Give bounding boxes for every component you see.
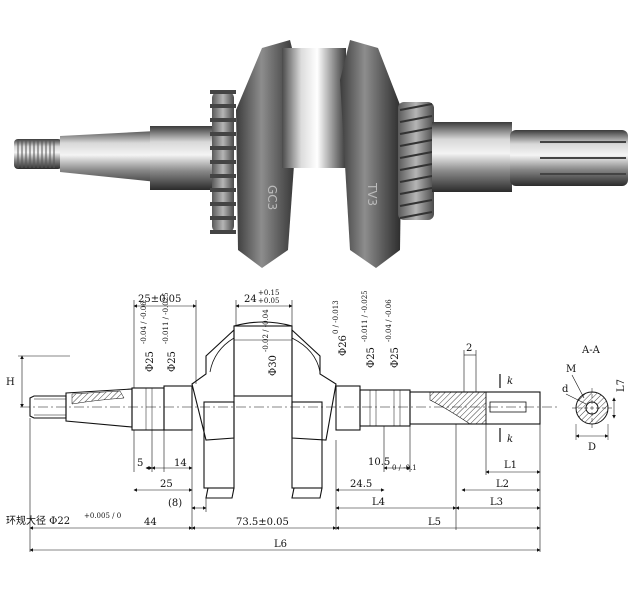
k-label-top: k — [507, 376, 513, 387]
right-splined-shaft — [510, 130, 628, 186]
dim-24-top: 24 — [244, 294, 257, 305]
helical-gear — [398, 102, 434, 220]
left-thread — [14, 139, 62, 169]
dim-phi26-tol: 0 / -0.013 — [332, 300, 340, 334]
d-diameter-label: D — [588, 442, 596, 453]
dim-44: 44 — [144, 517, 157, 528]
section-aa-view — [572, 388, 612, 428]
dim-phi25-b: Φ25 — [167, 351, 178, 372]
dim-l3: L3 — [490, 497, 503, 508]
l7-label: L7 — [616, 379, 627, 392]
dim-24-tol-dn: +0.05 — [258, 297, 279, 305]
crankshaft-photo: GC3 TV3 — [14, 40, 628, 268]
dim-phi25-a: Φ25 — [145, 351, 156, 372]
web-engraving-left: GC3 — [265, 185, 279, 210]
dim-phi25-d-tol: -0.04 / -0.06 — [385, 299, 393, 342]
dim-14: 14 — [174, 458, 187, 469]
crank-pin — [282, 48, 346, 168]
k-label-bottom: k — [507, 434, 513, 445]
dim-l6: L6 — [274, 539, 287, 550]
right-journal — [432, 122, 512, 192]
dim-phi30-tol: -0.02 / -0.04 — [262, 309, 270, 352]
dim-phi26: Φ26 — [338, 335, 349, 356]
technical-drawing: k k A-A M d L7 D 25±0.05 24 +0.15 +0.05 … — [6, 289, 627, 552]
dim-24-5: 24.5 — [350, 479, 372, 490]
dim-phi25-b-tol: -0.011 / -0.025 — [162, 292, 170, 344]
dim-25-top: 25±0.05 — [138, 294, 181, 305]
web-engraving-right: TV3 — [365, 182, 379, 206]
dim-h: H — [6, 377, 15, 388]
dim-2: 2 — [466, 343, 472, 354]
dim-l5: L5 — [428, 517, 441, 528]
d-label: d — [562, 384, 569, 395]
dim-24-tol-up: +0.15 — [258, 289, 279, 297]
right-crank-web: TV3 — [340, 40, 402, 268]
dim-phi25-d: Φ25 — [390, 347, 401, 368]
timing-sprocket — [210, 90, 236, 234]
dim-10-5: 10.5 — [368, 457, 390, 468]
dim-8: (8) — [168, 498, 182, 509]
dim-phi25-a-tol: -0.04 / -0.06 — [140, 301, 148, 344]
dim-73-5: 73.5±0.05 — [236, 517, 289, 528]
dim-l2: L2 — [496, 479, 509, 490]
left-journal — [150, 126, 220, 190]
ring-gauge-tol: +0.005 / 0 — [84, 512, 121, 520]
dim-10-5-tol: 0 / -0.1 — [392, 464, 417, 472]
dim-l4: L4 — [372, 497, 385, 508]
dim-l1: L1 — [504, 460, 517, 471]
dim-phi25-c-tol: -0.011 / -0.025 — [361, 290, 369, 342]
dim-25-bottom: 25 — [160, 479, 173, 490]
dim-phi30: Φ30 — [268, 355, 279, 376]
dim-phi25-c: Φ25 — [366, 347, 377, 368]
hatched-section — [429, 391, 487, 425]
left-hatch — [71, 390, 125, 405]
section-aa-label: A-A — [581, 345, 601, 356]
dim-5: 5 — [137, 458, 143, 469]
ring-gauge-label: 环规大径 Φ22 — [6, 514, 70, 527]
m-label: M — [566, 364, 576, 375]
